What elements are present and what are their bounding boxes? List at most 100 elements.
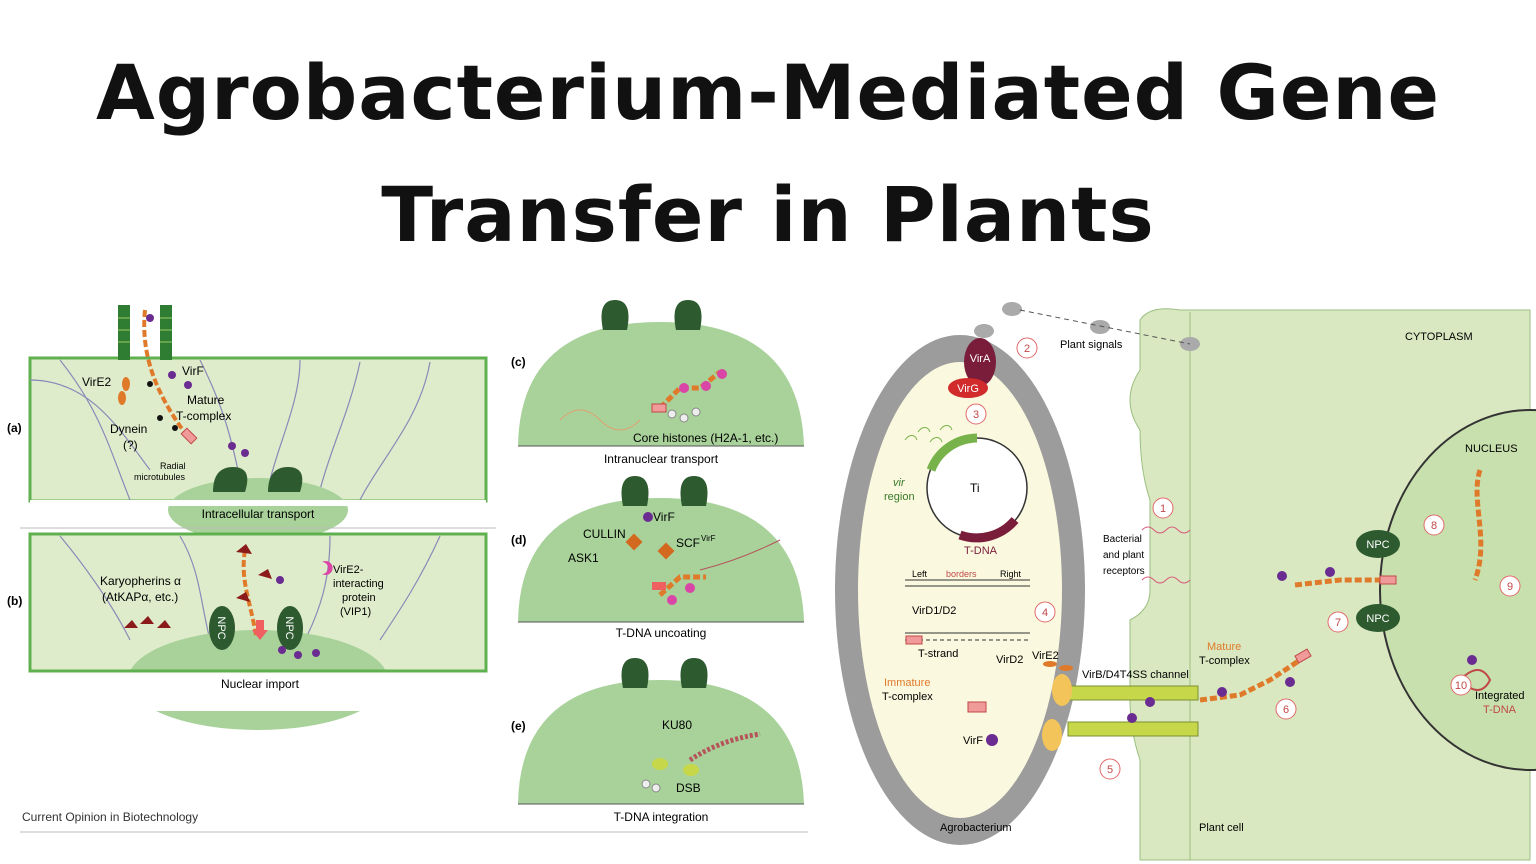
label-vip-4: (VIP1) [340,606,371,618]
label-borders: borders [946,569,977,579]
label-virA: VirA [970,353,991,365]
label-dsb: DSB [676,781,701,795]
nucleus-shape [168,478,348,542]
label-karyopherins-1: Karyopherins α [100,574,181,588]
panel-a: (a) VirE2 VirF Mature T-complex Dynein (… [7,305,488,542]
label-virG: VirG [957,383,979,395]
t-complex [142,309,192,442]
agrobacterium-cytoplasm [858,362,1062,818]
npc-icon [621,658,649,688]
label-mature-1: Mature [187,393,225,407]
npc-icon [674,300,702,330]
left-figure: (a) VirE2 VirF Mature T-complex Dynein (… [7,305,808,833]
npc-icon [601,300,629,330]
step-10: 10 [1455,680,1467,692]
label-vip-2: interacting [333,578,384,590]
npc-icon [680,476,708,506]
label-mature-2-right: T-complex [1199,655,1250,667]
panel-e-caption: T-DNA integration [614,810,709,824]
panel-d-letter: (d) [511,533,526,547]
panel-a-letter: (a) [7,421,22,435]
label-right: Right [1000,569,1022,579]
panel-b-caption: Nuclear import [221,677,300,691]
panel-d-nucleus [518,498,804,622]
step-6: 6 [1283,704,1289,716]
panel-e: (e) KU80 DSB T-DNA integration [511,658,804,824]
step-2: 2 [1024,343,1030,355]
label-virF-right: VirF [963,735,983,747]
tdna-arc [958,516,1019,543]
step-3: 3 [973,409,979,421]
npc-icon [621,476,649,506]
label-plant-signals: Plant signals [1060,339,1123,351]
virD2-icon [180,427,198,445]
npc-icon [680,658,708,688]
panel-c-nucleus [518,322,804,446]
label-ti: Ti [970,481,980,495]
label-mature-1-right: Mature [1207,641,1241,653]
label-tstrand: T-strand [918,648,958,660]
label-region: region [884,491,915,503]
label-cytoplasm: CYTOPLASM [1405,331,1473,343]
label-dynein: Dynein [110,422,147,436]
label-virE2: VirE2 [1032,650,1059,662]
plant-nucleus [1379,409,1536,771]
step-5: 5 [1107,764,1113,776]
label-radial-2: microtubules [134,472,186,482]
npc-icon [213,467,248,492]
label-karyopherins-2: (AtKAPα, etc.) [102,590,178,604]
page-title-line2: Transfer in Plants [381,170,1155,259]
label-virF-d: VirF [653,510,675,524]
pilus-left [118,305,130,360]
step-4: 4 [1042,607,1048,619]
label-nucleus: NUCLEUS [1465,443,1518,455]
middle-figure: (c) Core histones (H2A-1, etc.) Intranuc… [511,300,804,824]
label-vir: vir [893,477,906,489]
step-markers: 1 2 3 4 5 6 7 8 9 10 [965,337,1521,780]
right-figure: NPC NPC VirA VirG Plant signals CYTOPLAS… [835,302,1536,861]
label-mature-2: T-complex [176,409,231,423]
page-title-line1: Agrobacterium-Mediated Gene [95,48,1441,137]
label-agrobacterium: Agrobacterium [940,822,1012,834]
step-7: 7 [1335,617,1341,629]
panel-b-letter: (b) [7,594,22,608]
panel-d: (d) CULLIN ASK1 VirF SCF VirF T-DNA unco… [511,476,804,640]
step-9: 9 [1507,581,1513,593]
npc-left-icon [209,606,235,650]
panel-c: (c) Core histones (H2A-1, etc.) Intranuc… [511,300,804,466]
panel-c-caption: Intranuclear transport [604,452,719,466]
channel-lower [1067,721,1199,737]
pilus-right [160,305,172,360]
label-vip-3: protein [342,592,376,604]
npc-left-label: NPC [215,616,227,639]
virA-icon [964,338,996,386]
npc-lower-label: NPC [1366,613,1389,625]
npc-lower-icon [1356,604,1400,632]
panel-e-letter: (e) [511,719,526,733]
credit-text: Current Opinion in Biotechnology [22,810,198,824]
label-virF: VirF [182,364,204,378]
npc-right-label: NPC [283,616,295,639]
label-virD1D2: VirD1/D2 [912,605,956,617]
label-scf: SCF [676,536,700,550]
label-bacterial-2: and plant [1103,550,1144,561]
label-dynein-q: (?) [123,438,138,452]
label-virE2: VirE2 [82,375,111,389]
virG-icon [948,378,988,398]
step-8: 8 [1431,520,1437,532]
t-complex [241,549,258,636]
label-radial-1: Radial [160,461,186,471]
label-integrated-1: Integrated [1475,690,1525,702]
label-virD2: VirD2 [996,654,1023,666]
label-bacterial-1: Bacterial [1103,534,1142,545]
panel-b: NPC NPC (b) Karyopherins α (AtKAPα, etc.… [7,532,488,730]
label-left: Left [912,569,928,579]
label-vip-1: VirE2- [333,564,364,576]
label-plant-cell: Plant cell [1199,822,1244,834]
step-1: 1 [1160,503,1166,515]
label-tdna: T-DNA [964,545,998,557]
label-scf-sup: VirF [701,534,716,543]
channel-upper [1067,685,1199,701]
label-ask1: ASK1 [568,551,599,565]
